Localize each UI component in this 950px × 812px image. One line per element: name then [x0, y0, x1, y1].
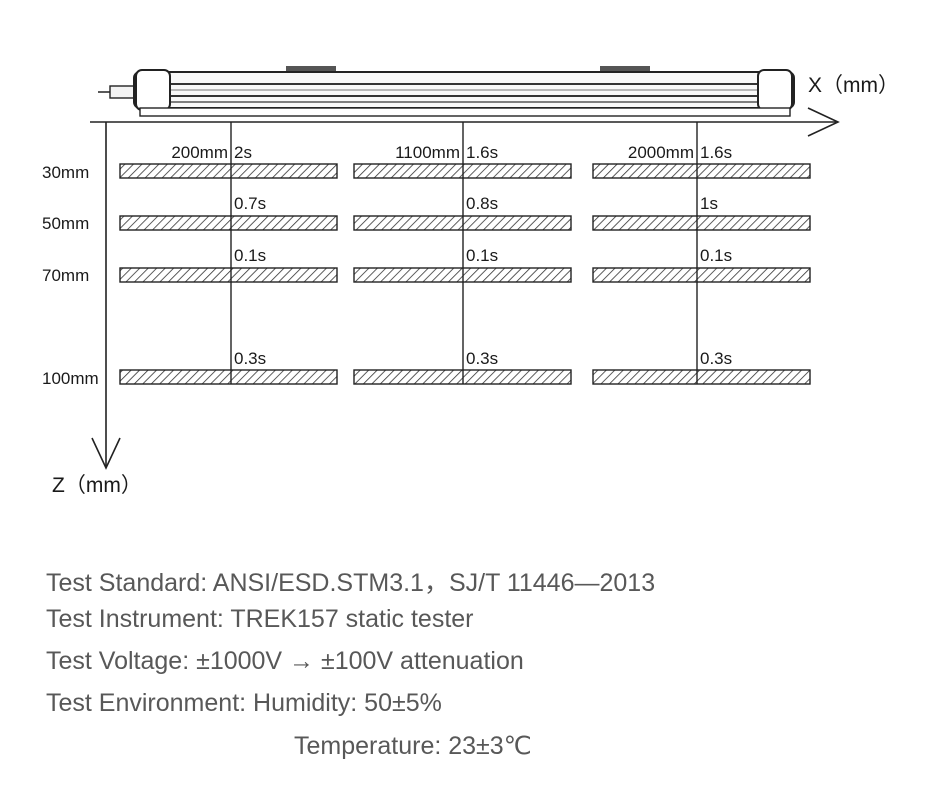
- x-label-200mm: 200mm: [171, 143, 228, 162]
- z-label-50mm: 50mm: [42, 214, 89, 233]
- plate-col3-100mm: [592, 369, 811, 385]
- z-label-70mm: 70mm: [42, 266, 89, 285]
- spec-test-environment: Test Environment: Humidity: 50±5%: [46, 689, 442, 717]
- time-200-30: 2s: [234, 143, 252, 162]
- time-200-50: 0.7s: [234, 194, 266, 213]
- z-label-100mm: 100mm: [42, 369, 99, 388]
- plate-col3-70mm: [592, 267, 811, 283]
- time-2000-50: 1s: [700, 194, 718, 213]
- decay-time-labels: 2s 1.6s 1.6s 0.7s 0.8s 1s 0.1s 0.1s 0.1s…: [234, 143, 732, 368]
- plate-col1-30mm: [119, 163, 338, 179]
- spec-test-voltage: Test Voltage: ±1000V → ±100V attenuation: [46, 647, 524, 675]
- x-axis-label: X（mm）: [808, 74, 899, 97]
- time-1100-100: 0.3s: [466, 349, 498, 368]
- time-2000-30: 1.6s: [700, 143, 732, 162]
- time-1100-30: 1.6s: [466, 143, 498, 162]
- plate-col1-70mm: [119, 267, 338, 283]
- z-labels: 30mm 50mm 70mm 100mm: [42, 163, 99, 388]
- ionizer-decay-diagram: X（mm） Z（mm） 30mm 50mm 70mm 100mm 200mm: [42, 66, 899, 497]
- time-2000-70: 0.1s: [700, 246, 732, 265]
- spec-temperature: Temperature: 23±3℃: [294, 732, 532, 760]
- measurement-lines: [230, 122, 698, 384]
- spec-test-instrument: Test Instrument: TREK157 static tester: [46, 605, 474, 633]
- plate-col1-50mm: [119, 215, 338, 231]
- x-label-1100mm: 1100mm: [395, 143, 460, 162]
- z-axis-label: Z（mm）: [52, 474, 142, 497]
- plate-col1-100mm: [119, 369, 338, 385]
- time-200-100: 0.3s: [234, 349, 266, 368]
- plate-col3-30mm: [592, 163, 811, 179]
- z-label-30mm: 30mm: [42, 163, 89, 182]
- plate-col3-50mm: [592, 215, 811, 231]
- time-1100-70: 0.1s: [466, 246, 498, 265]
- time-200-70: 0.1s: [234, 246, 266, 265]
- spec-test-standard: Test Standard: ANSI/ESD.STM3.1，SJ/T 1144…: [46, 569, 656, 597]
- test-plates: [119, 163, 811, 385]
- x-position-labels: 200mm 1100mm 2000mm: [171, 143, 694, 162]
- time-1100-50: 0.8s: [466, 194, 498, 213]
- time-2000-100: 0.3s: [700, 349, 732, 368]
- z-axis: Z（mm）: [52, 122, 142, 497]
- ionizer-bar-illustration: [98, 66, 795, 117]
- x-label-2000mm: 2000mm: [628, 143, 694, 162]
